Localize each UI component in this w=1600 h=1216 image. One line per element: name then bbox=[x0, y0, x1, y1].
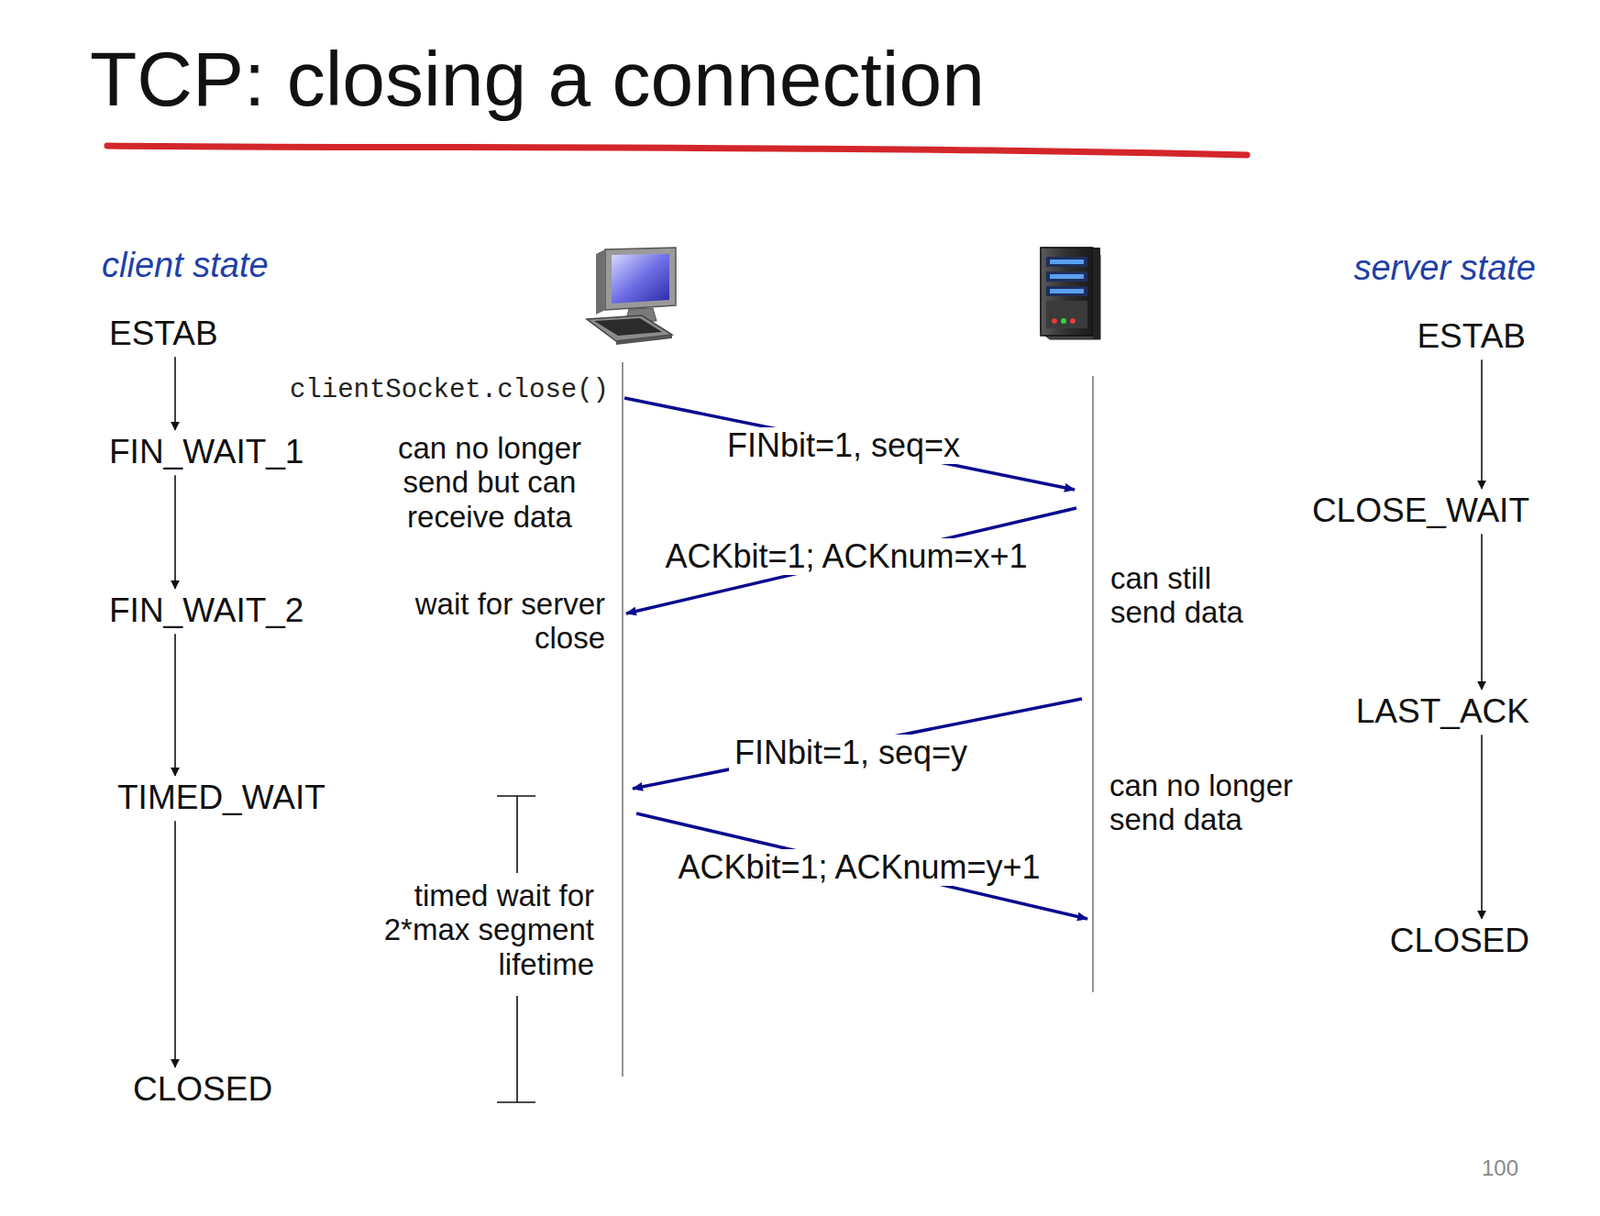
note: can no longer send but can receive data bbox=[384, 430, 596, 534]
state-name: LAST_ACK bbox=[1356, 692, 1530, 732]
note: wait for server close bbox=[366, 586, 606, 656]
state-name: TIMED_WAIT bbox=[117, 778, 326, 818]
client-computer-icon bbox=[586, 247, 676, 345]
message-label: ACKbit=1; ACKnum=y+1 bbox=[672, 849, 1046, 887]
state-label: CLOSED bbox=[1390, 921, 1530, 961]
state-label: ESTAB bbox=[1416, 317, 1526, 357]
page-number: 100 bbox=[1481, 1155, 1519, 1181]
state-transition-arrow bbox=[174, 820, 177, 1067]
state-name: CLOSED bbox=[1390, 921, 1530, 961]
state-name: CLOSE_WAIT bbox=[1312, 491, 1530, 531]
note: can still send data bbox=[1110, 561, 1267, 630]
state-label: CLOSE_WAIT bbox=[1312, 491, 1530, 531]
state-name: FIN_WAIT_2 bbox=[109, 591, 304, 631]
state-transition-arrow bbox=[1480, 533, 1483, 689]
state-name: ESTAB bbox=[1416, 317, 1526, 357]
note: can no longer send data bbox=[1109, 768, 1321, 838]
client-lifeline bbox=[621, 362, 624, 1077]
message-label: ACKbit=1; ACKnum=x+1 bbox=[659, 538, 1033, 576]
state-transition-arrow bbox=[174, 474, 177, 588]
server-lifeline bbox=[1092, 375, 1094, 993]
state-transition-arrow bbox=[1480, 734, 1483, 918]
message-arrow bbox=[626, 507, 1077, 614]
state-label: LAST_ACK bbox=[1356, 692, 1530, 732]
state-arrows bbox=[175, 356, 1482, 1067]
note: timed wait for 2*max segment lifetime bbox=[364, 878, 595, 982]
message-label: FINbit=1, seq=x bbox=[721, 427, 966, 465]
state-transition-arrow bbox=[174, 356, 177, 430]
message-arrow bbox=[636, 813, 1088, 919]
state-label: ESTAB bbox=[109, 314, 219, 354]
server-icon bbox=[1040, 247, 1101, 340]
message-arrow bbox=[632, 698, 1082, 789]
state-label: CLOSED bbox=[132, 1070, 273, 1110]
state-name: FIN_WAIT_1 bbox=[109, 432, 304, 473]
state-label: TIMED_WAIT bbox=[117, 778, 326, 818]
column-heading: client state bbox=[101, 245, 269, 286]
slide-title: TCP: closing a connection bbox=[89, 34, 985, 124]
message-label: FINbit=1, seq=y bbox=[728, 734, 973, 773]
state-name: CLOSED bbox=[132, 1070, 273, 1110]
column-heading: server state bbox=[1353, 248, 1536, 288]
state-label: FIN_WAIT_1 bbox=[109, 432, 304, 473]
message-arrow bbox=[624, 397, 1075, 490]
code-call: clientSocket.close() bbox=[289, 375, 609, 407]
state-label: FIN_WAIT_2 bbox=[109, 591, 304, 631]
state-name: ESTAB bbox=[109, 314, 219, 354]
title-underline bbox=[107, 145, 1247, 155]
state-transition-arrow bbox=[174, 633, 177, 775]
state-transition-arrow bbox=[1480, 359, 1483, 488]
